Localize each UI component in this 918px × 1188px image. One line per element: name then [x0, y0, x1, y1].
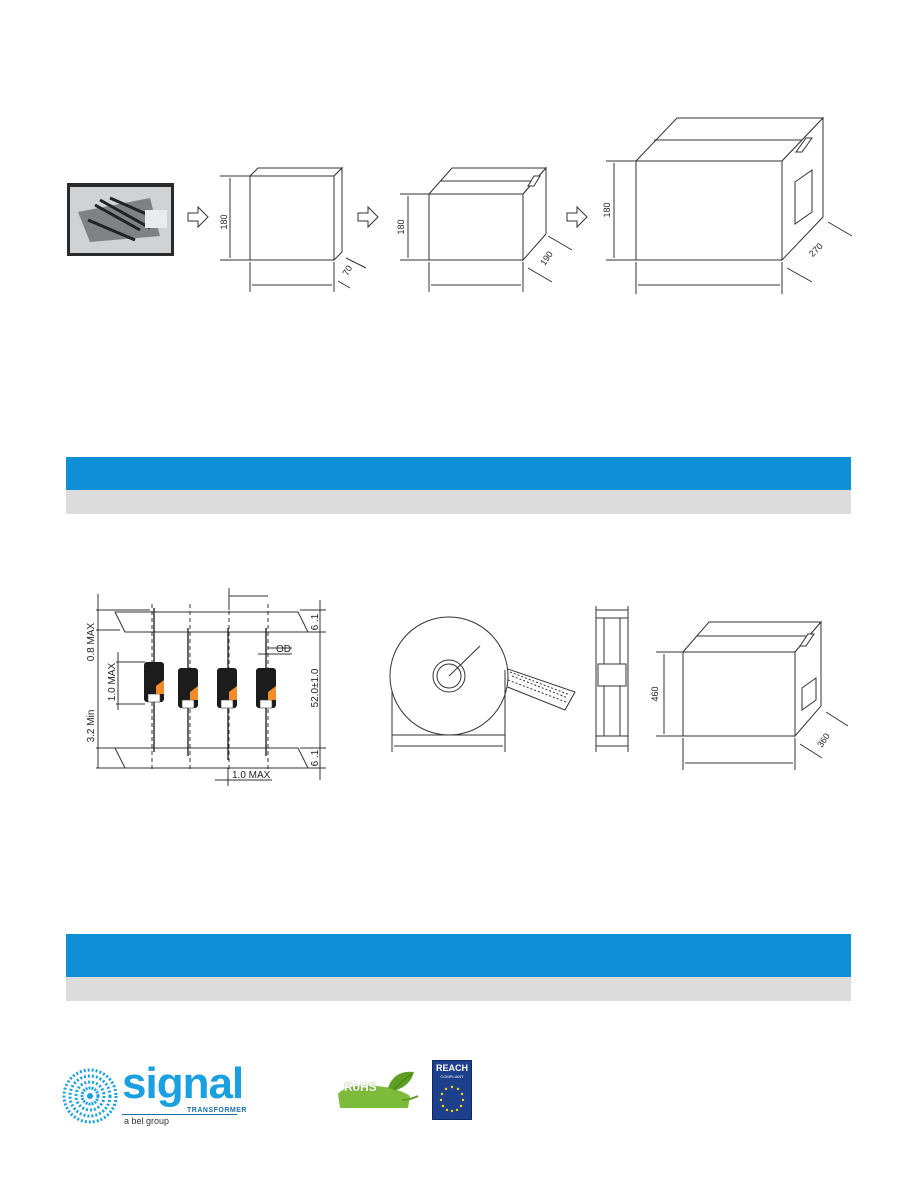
arrow-right-icon — [566, 205, 588, 229]
box1-height-label: 180 — [219, 214, 229, 229]
section-header-band — [66, 457, 851, 490]
eu-stars-icon — [439, 1085, 465, 1113]
tape-component-drawing — [96, 588, 326, 786]
logo-divider — [122, 1114, 237, 1115]
section-subheader-band — [66, 977, 851, 1001]
dim-lead-top-label: 0.8 MAX — [86, 623, 97, 662]
box-2-drawing — [400, 166, 573, 292]
box1-depth-label: 70 — [341, 264, 355, 278]
box-1-drawing — [220, 166, 367, 292]
dim-bottom-label: 1.0 MAX — [232, 770, 271, 781]
dim-lead-min-label: 3.2 Min — [86, 710, 97, 743]
dim-tape-bottom-label: 6 .1 — [310, 749, 321, 766]
dim-body-pos-label: 1.0 MAX — [107, 663, 118, 702]
dim-tape-top-label: 6 .1 — [310, 613, 321, 630]
box3-height-label: 180 — [602, 202, 612, 217]
section-subheader-band — [66, 490, 851, 514]
reel-box-drawing — [656, 620, 849, 770]
box2-height-label: 180 — [396, 219, 406, 234]
reach-badge: REACH COMPLIANT — [432, 1060, 472, 1120]
box2-depth-label: 190 — [538, 249, 555, 267]
component-bodies — [144, 662, 276, 709]
box3-depth-label: 270 — [807, 241, 825, 259]
rohs-label: RoHS — [344, 1080, 377, 1094]
rohs-leaf-icon — [338, 1071, 419, 1108]
logo-wordmark: signal — [122, 1059, 244, 1108]
reel-box-height-label: 460 — [650, 686, 660, 701]
box-3-drawing — [606, 116, 853, 294]
section-header-band — [66, 934, 851, 977]
logo-tagline: a bel group — [124, 1116, 170, 1126]
reel-front-drawing — [389, 616, 576, 752]
arrow-right-icon — [357, 205, 379, 229]
tape-reel-drawing: 0.8 MAX 1.0 MAX 3.2 Min 6 .1 52.0±1.0 6 … — [86, 588, 849, 786]
logo-subtitle: TRANSFORMER — [187, 1107, 247, 1114]
reel-side-drawing — [595, 606, 629, 752]
packaging-sequence-drawing: 180 70 180 190 180 27 — [67, 116, 853, 294]
signal-logo-icon — [62, 1068, 118, 1124]
dim-od-label: OD — [276, 644, 291, 655]
dim-span-label: 52.0±1.0 — [310, 668, 321, 707]
reach-sub-label: COMPLIANT — [440, 1074, 464, 1079]
parts-bag-photo — [67, 183, 174, 256]
reach-label: REACH — [435, 1063, 468, 1073]
reel-box-depth-label: 360 — [815, 731, 832, 749]
arrow-right-icon — [187, 205, 209, 229]
